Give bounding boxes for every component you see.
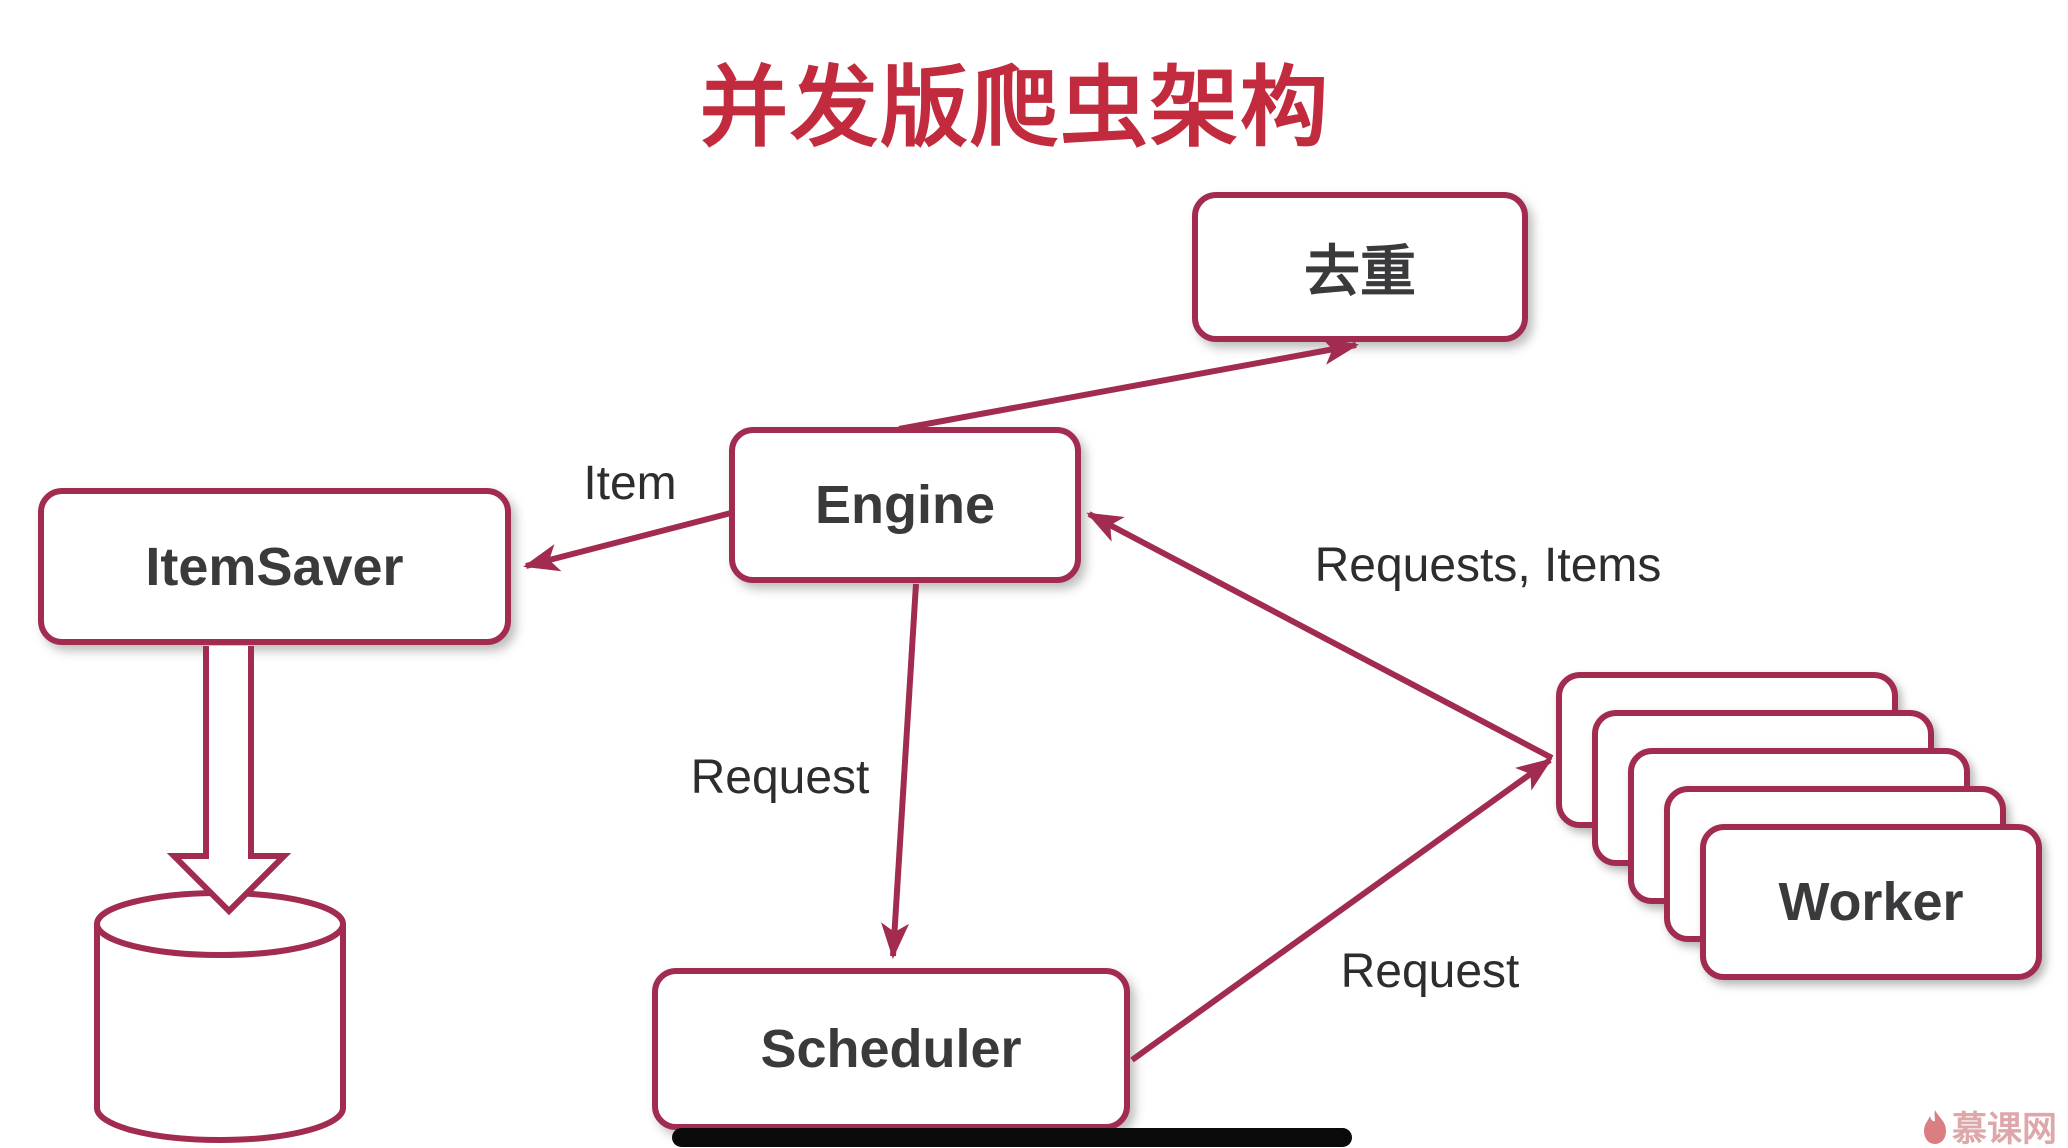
edge-label-requests-items: Requests, Items: [1314, 539, 1662, 592]
node-dedup: 去重: [1192, 192, 1528, 342]
node-itemsaver: ItemSaver: [38, 488, 511, 645]
database-cylinder-icon: [94, 890, 346, 1143]
arrow-scheduler-to-worker: [1130, 757, 1553, 1063]
edge-label-request-scheduler-worker: Request: [1340, 945, 1520, 998]
page-title: 并发版爬虫架构: [699, 58, 1330, 157]
edge-label-item: Item: [583, 457, 677, 510]
edge-label-request-engine-scheduler: Request: [690, 751, 870, 804]
imooc-logo-icon: [1924, 1110, 1946, 1144]
worker-card-front: Worker: [1700, 824, 2042, 980]
arrow-engine-to-dedup: [898, 337, 1359, 432]
node-engine-label: Engine: [814, 475, 995, 535]
node-dedup-label: 去重: [1304, 239, 1416, 303]
arrow-itemsaver-to-database: [166, 646, 292, 916]
node-engine: Engine: [729, 427, 1081, 583]
watermark-text: 慕课网: [1952, 1110, 2058, 1148]
black-underline-bar: [672, 1128, 1352, 1147]
node-scheduler: Scheduler: [652, 968, 1130, 1130]
node-worker-label: Worker: [1778, 872, 1964, 932]
node-scheduler-label: Scheduler: [760, 1019, 1022, 1079]
watermark: 慕课网: [1918, 1108, 2068, 1148]
arrow-engine-to-itemsaver: [523, 510, 732, 572]
node-itemsaver-label: ItemSaver: [145, 536, 404, 597]
